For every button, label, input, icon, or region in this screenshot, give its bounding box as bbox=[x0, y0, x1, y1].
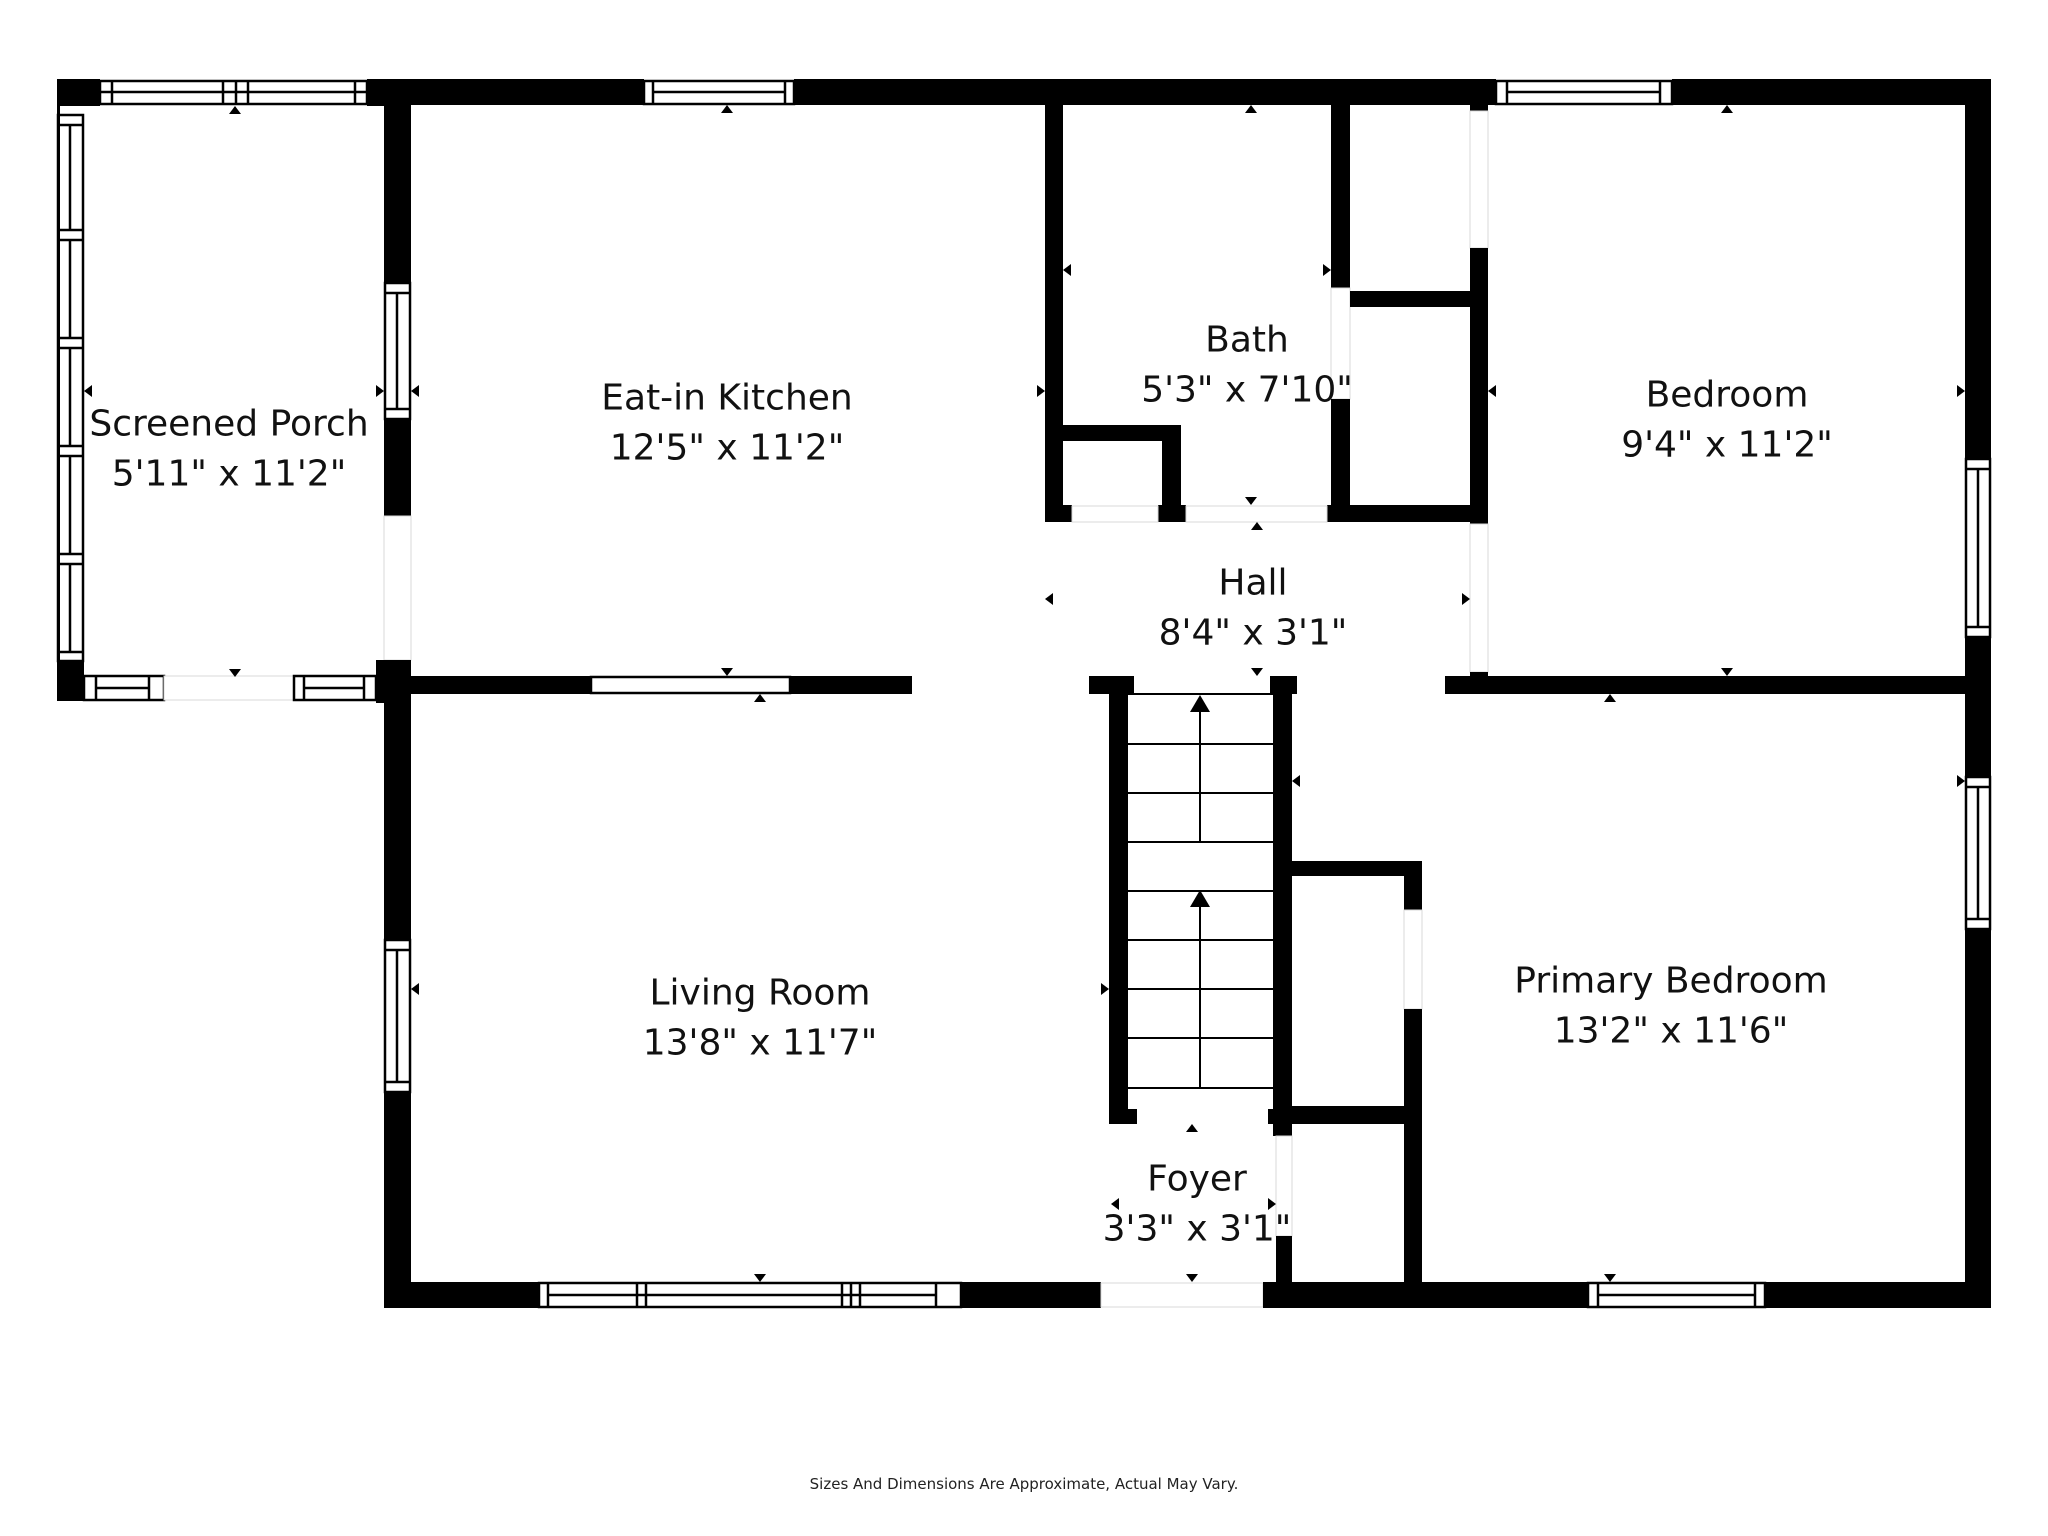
exterior-walls bbox=[376, 79, 1992, 1309]
room-dimensions: 9'4" x 11'2" bbox=[1621, 425, 1833, 466]
room-dimensions: 13'2" x 11'6" bbox=[1553, 1011, 1789, 1052]
porch-door-opening bbox=[163, 675, 295, 701]
stairs-up-arrow-icon bbox=[1190, 890, 1210, 907]
kitchen-living-pass-through bbox=[589, 675, 792, 695]
room-label-bedroom: Bedroom 9'4" x 11'2" bbox=[1621, 371, 1833, 472]
room-name: Screened Porch bbox=[89, 403, 369, 445]
room-label-primary-bedroom: Primary Bedroom 13'2" x 11'6" bbox=[1514, 957, 1827, 1058]
room-dimensions: 5'11" x 11'2" bbox=[111, 454, 347, 495]
room-label-screened-porch: Screened Porch 5'11" x 11'2" bbox=[89, 400, 368, 501]
dimension-markers bbox=[84, 105, 1965, 1282]
room-name: Bath bbox=[1205, 319, 1289, 361]
room-name: Eat-in Kitchen bbox=[601, 377, 853, 419]
room-dimensions: 5'3" x 7'10" bbox=[1141, 370, 1353, 411]
room-name: Foyer bbox=[1147, 1158, 1247, 1200]
front-door-opening bbox=[1100, 1282, 1264, 1308]
room-dimensions: 12'5" x 11'2" bbox=[609, 428, 845, 469]
staircase[interactable] bbox=[1128, 693, 1273, 1109]
screened-porch-walls bbox=[56, 79, 384, 702]
room-label-bath: Bath 5'3" x 7'10" bbox=[1141, 316, 1353, 417]
room-name: Bedroom bbox=[1645, 374, 1809, 416]
room-label-hall: Hall 8'4" x 3'1" bbox=[1159, 559, 1348, 660]
interior-walls bbox=[411, 105, 1965, 1308]
room-label-foyer: Foyer 3'3" x 3'1" bbox=[1103, 1155, 1292, 1256]
stairs-up-arrow-icon bbox=[1190, 695, 1210, 712]
disclaimer-text: Sizes And Dimensions Are Approximate, Ac… bbox=[809, 1475, 1239, 1493]
room-name: Hall bbox=[1218, 562, 1288, 604]
room-name: Living Room bbox=[649, 972, 871, 1014]
porch-left-windows bbox=[56, 113, 85, 663]
room-dimensions: 13'8" x 11'7" bbox=[642, 1023, 878, 1064]
room-label-living-room: Living Room 13'8" x 11'7" bbox=[643, 969, 878, 1070]
room-dimensions: 3'3" x 3'1" bbox=[1102, 1209, 1292, 1250]
room-dimensions: 8'4" x 3'1" bbox=[1158, 613, 1348, 654]
room-name: Primary Bedroom bbox=[1514, 960, 1828, 1002]
room-label-eat-in-kitchen: Eat-in Kitchen 12'5" x 11'2" bbox=[601, 374, 852, 475]
porch-kitchen-opening bbox=[383, 515, 412, 661]
